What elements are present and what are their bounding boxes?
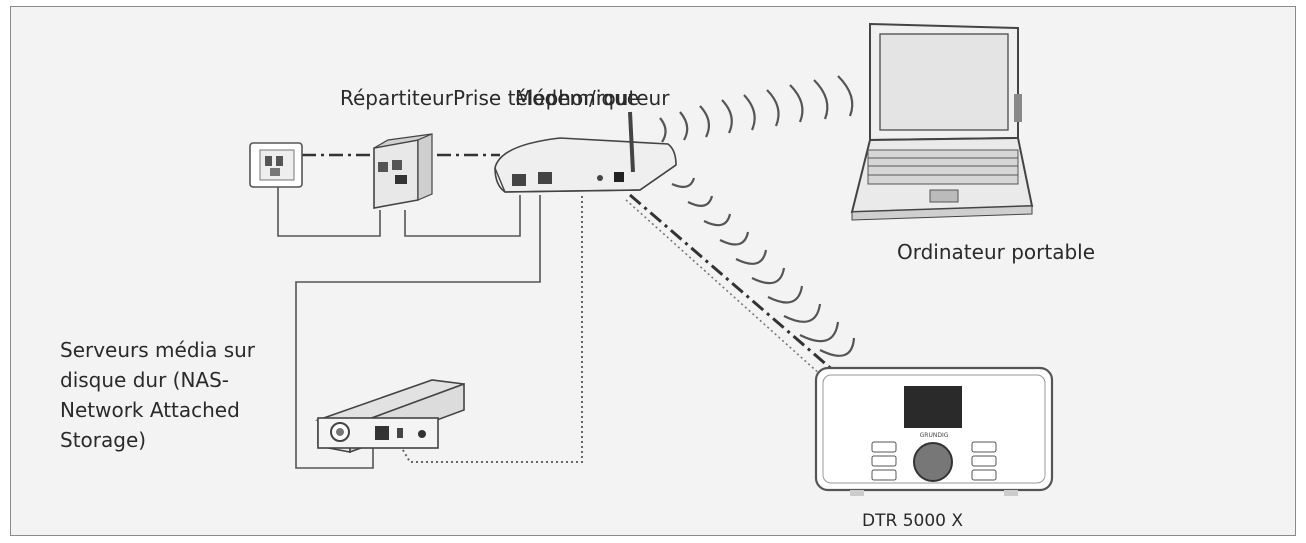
nas-label-line-2: disque dur (NAS- <box>60 368 230 392</box>
modem-nas-cable <box>295 195 541 469</box>
cables <box>277 185 541 469</box>
socket-splitter-cable <box>277 185 381 237</box>
nas-icon <box>314 379 465 454</box>
dtr-radio-icon: GRUNDIG <box>814 366 1054 496</box>
top-labels: Répartiteur Prise téléphonique Modem/rou… <box>340 86 680 114</box>
laptop-label: Ordinateur portable <box>897 240 1096 264</box>
radio-brand-text: GRUNDIG <box>920 432 949 439</box>
modem-nas-dotted-link <box>399 196 583 463</box>
splitter-modem-cable <box>404 195 521 237</box>
wifi-waves-laptop <box>659 75 854 143</box>
wifi-waves-radio <box>671 177 856 357</box>
phone-socket-icon <box>249 142 303 188</box>
nas-label-line-1: Serveurs média sur <box>60 338 256 362</box>
nas-label: Serveurs média sur disque dur (NAS- Netw… <box>60 338 255 453</box>
splitter-icon <box>373 133 433 209</box>
phone-socket-label: Prise téléphonique <box>453 86 640 110</box>
nas-label-line-4: Storage) <box>60 428 147 452</box>
modem-router-icon <box>494 111 677 193</box>
laptop-icon <box>850 22 1034 221</box>
modem-radio-wired-link <box>629 193 836 374</box>
modem-radio-dotted-link <box>625 199 823 377</box>
radio-label: DTR 5000 X <box>862 511 964 531</box>
nas-label-line-3: Network Attached <box>60 398 240 422</box>
splitter-label: Répartiteur <box>340 86 453 110</box>
diagram-frame <box>10 6 1296 536</box>
modem-router-label: Modem/routeur <box>515 86 670 110</box>
